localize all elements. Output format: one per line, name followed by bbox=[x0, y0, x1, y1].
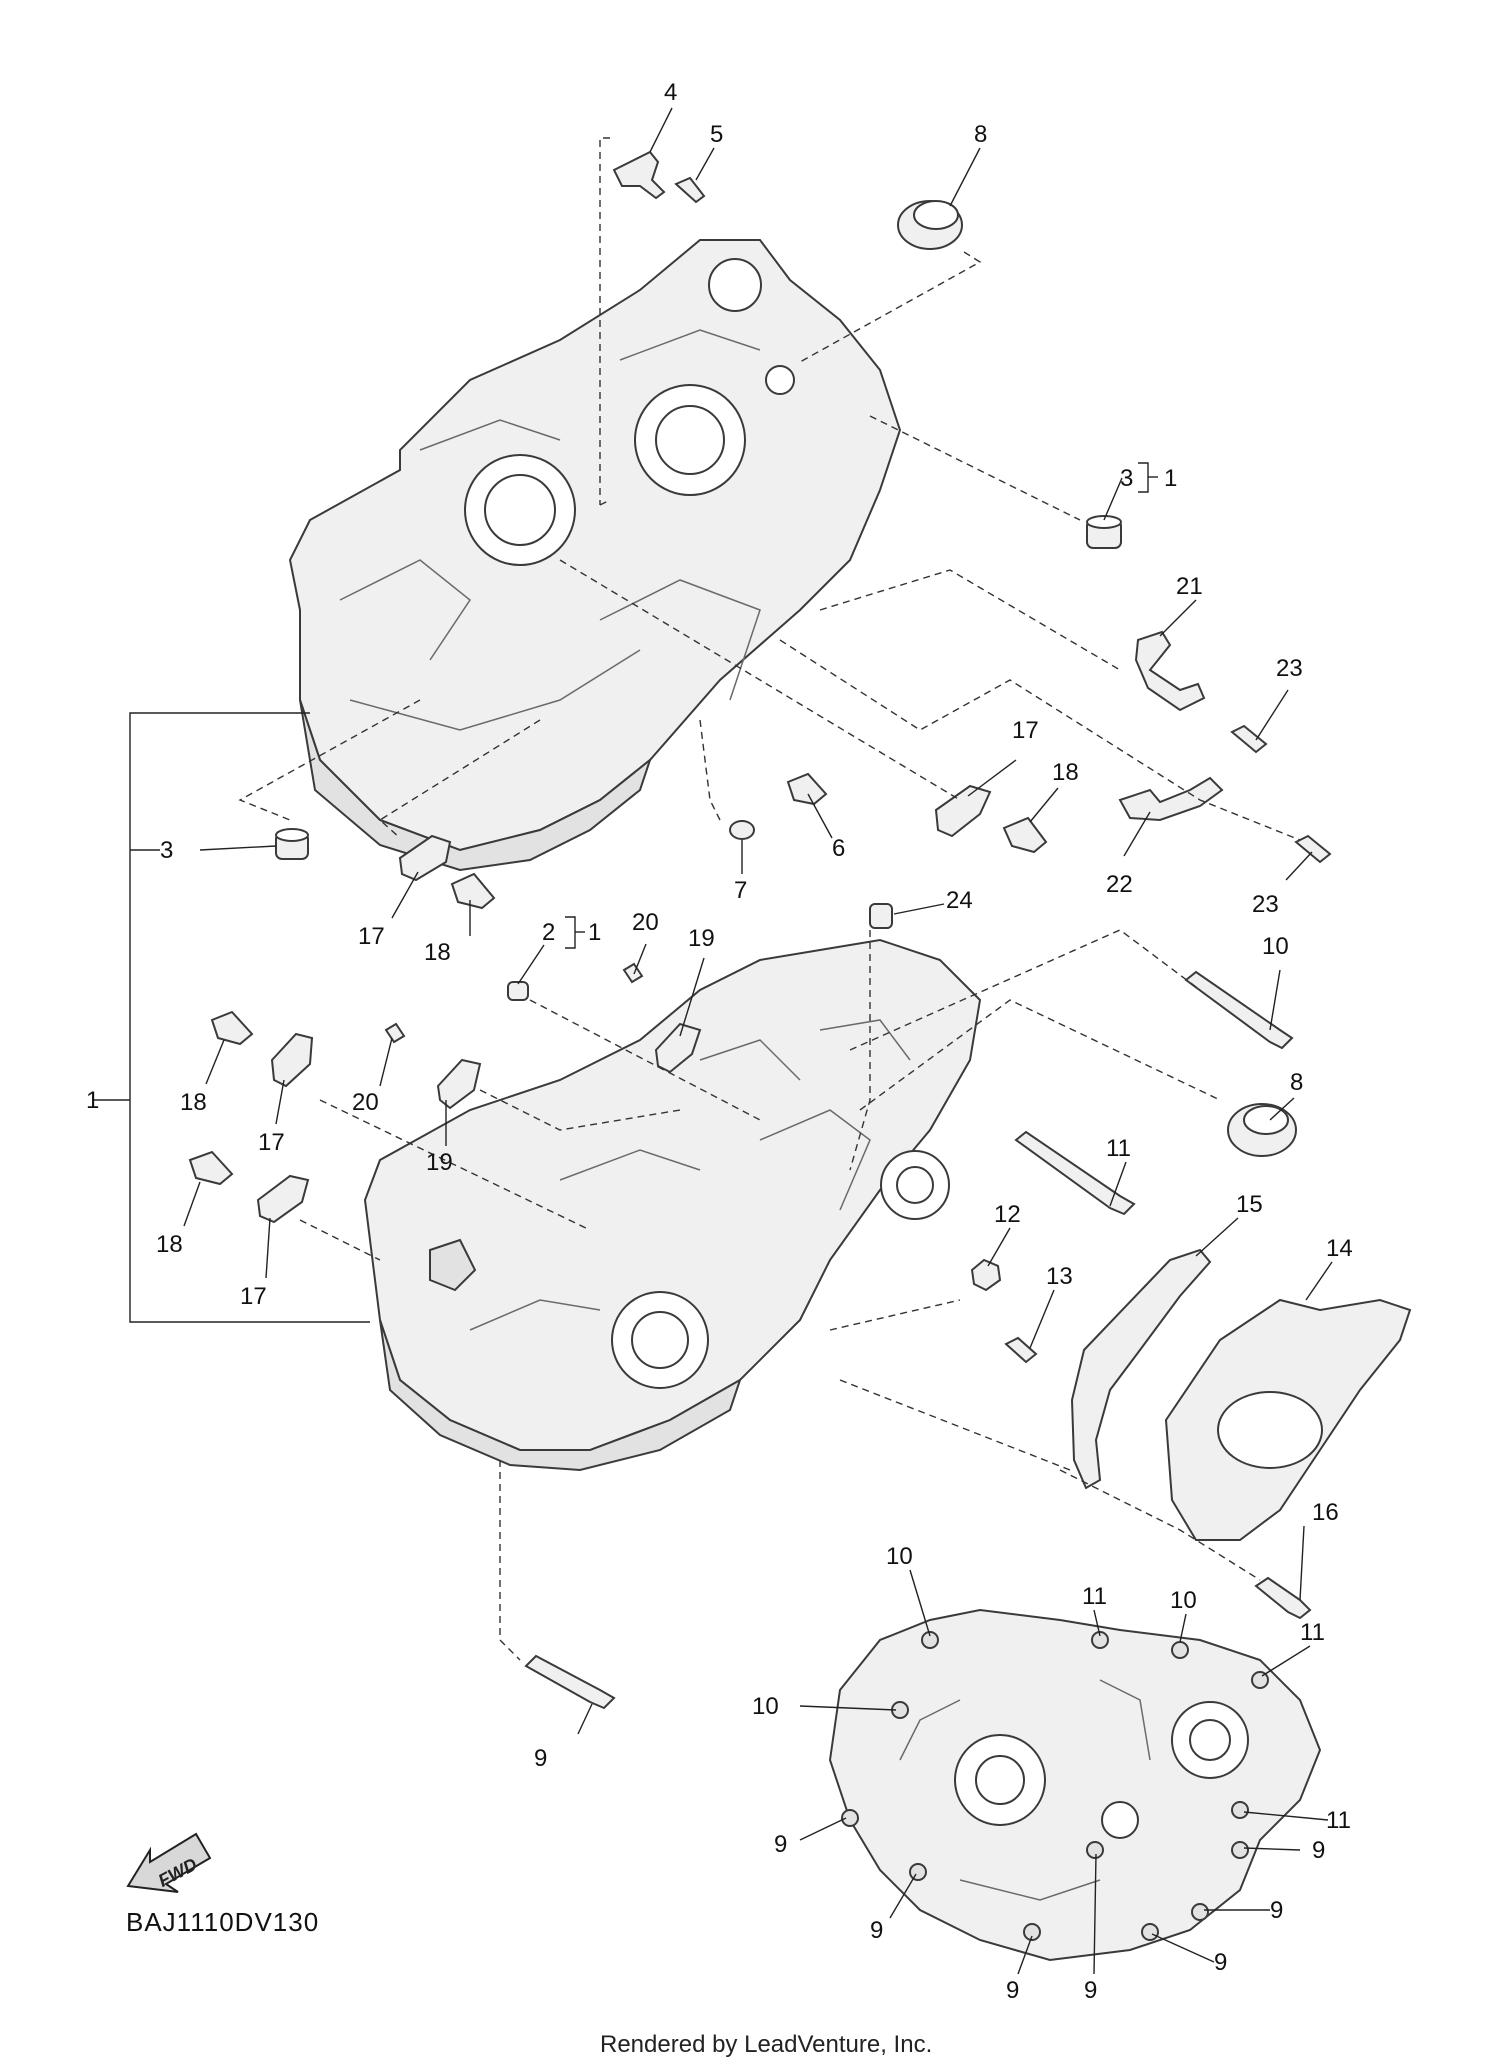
callout-8: 8 bbox=[974, 121, 987, 148]
bracket-part-4[interactable] bbox=[612, 150, 666, 200]
callout-15: 15 bbox=[1236, 1191, 1263, 1218]
callout-13: 13 bbox=[1046, 1263, 1073, 1290]
callout-14: 14 bbox=[1326, 1235, 1353, 1262]
callout-9: 9 bbox=[1006, 1977, 1019, 2004]
plug-part-24[interactable] bbox=[869, 903, 893, 929]
bolt-part-23-lower[interactable] bbox=[1294, 834, 1332, 864]
plate-part-17-upper[interactable] bbox=[934, 784, 992, 838]
bolt-part-5[interactable] bbox=[674, 176, 706, 204]
callout-11: 11 bbox=[1082, 1583, 1107, 1610]
dowel-pin-part-3-upper[interactable] bbox=[1086, 515, 1122, 549]
washer-part-7[interactable] bbox=[729, 820, 755, 840]
callout-10: 10 bbox=[886, 1543, 913, 1570]
callout-9: 9 bbox=[870, 1917, 883, 1944]
assembly-dashed-lines bbox=[238, 137, 1301, 1661]
callout-18: 18 bbox=[1052, 759, 1079, 786]
plate-part-17-low[interactable] bbox=[256, 1174, 310, 1224]
bolt-part-18-low[interactable] bbox=[188, 1150, 234, 1186]
callout-17: 17 bbox=[258, 1129, 285, 1156]
clamp-part-21[interactable] bbox=[1134, 630, 1206, 712]
bolt-part-11[interactable] bbox=[1014, 1130, 1136, 1216]
bolt-part-23-upper[interactable] bbox=[1230, 724, 1268, 754]
callout-17: 17 bbox=[240, 1283, 267, 1310]
plate-part-19-lower[interactable] bbox=[436, 1058, 482, 1110]
bolt-part-18-upper[interactable] bbox=[1002, 816, 1048, 854]
callout-12: 12 bbox=[994, 1201, 1021, 1228]
callout-11: 11 bbox=[1300, 1619, 1325, 1646]
callout-9: 9 bbox=[1312, 1837, 1325, 1864]
footer-credit: Rendered by LeadVenture, Inc. bbox=[600, 2031, 932, 2058]
callout-21: 21 bbox=[1176, 573, 1203, 600]
bolt-part-10[interactable] bbox=[1184, 970, 1294, 1050]
plug-part-6[interactable] bbox=[786, 772, 828, 806]
callout-18: 18 bbox=[180, 1089, 207, 1116]
callout-17: 17 bbox=[1012, 717, 1039, 744]
dowel-pin-part-3-left[interactable] bbox=[275, 828, 309, 860]
callout-labels: 4 5 8 3 1 21 23 17 18 22 23 6 7 3 17 18 … bbox=[86, 79, 1353, 2004]
callout-20: 20 bbox=[352, 1089, 379, 1116]
callout-18: 18 bbox=[424, 939, 451, 966]
dowel-pin-part-2[interactable] bbox=[507, 981, 529, 1001]
callout-10: 10 bbox=[752, 1693, 779, 1720]
callout-11: 11 bbox=[1106, 1135, 1131, 1162]
leader-lines bbox=[94, 107, 1333, 1975]
callout-20: 20 bbox=[632, 909, 659, 936]
callout-18: 18 bbox=[156, 1231, 183, 1258]
callout-7: 7 bbox=[734, 877, 747, 904]
callout-23: 23 bbox=[1252, 891, 1279, 918]
fwd-arrow-icon bbox=[126, 1832, 212, 1893]
plate-part-17-mid[interactable] bbox=[270, 1032, 314, 1088]
gasket-part-15[interactable] bbox=[1070, 1248, 1212, 1490]
callout-3: 3 bbox=[1120, 465, 1133, 492]
callout-11: 11 bbox=[1326, 1807, 1351, 1834]
callout-4: 4 bbox=[664, 79, 677, 106]
bolt-part-18-left[interactable] bbox=[450, 872, 496, 910]
callout-19: 19 bbox=[426, 1149, 453, 1176]
callout-2: 2 bbox=[542, 919, 555, 946]
callout-3: 3 bbox=[160, 837, 173, 864]
crankcase-left-half[interactable] bbox=[363, 938, 982, 1472]
callout-9: 9 bbox=[1270, 1897, 1283, 1924]
callout-9: 9 bbox=[1084, 1977, 1097, 2004]
pin-part-20-upper[interactable] bbox=[622, 962, 644, 984]
bolt-locator-view bbox=[828, 1608, 1322, 1962]
callout-23: 23 bbox=[1276, 655, 1303, 682]
callout-16: 16 bbox=[1312, 1499, 1339, 1526]
callout-5: 5 bbox=[710, 121, 723, 148]
clamp-part-22[interactable] bbox=[1118, 776, 1224, 822]
oil-seal-part-8-upper[interactable] bbox=[897, 200, 963, 250]
callout-1: 1 bbox=[86, 1087, 99, 1114]
bolt-part-18-mid[interactable] bbox=[210, 1010, 254, 1046]
callout-17: 17 bbox=[358, 923, 385, 950]
cover-part-14[interactable] bbox=[1164, 1298, 1412, 1541]
bolt-part-13[interactable] bbox=[1004, 1336, 1038, 1364]
bolt-part-16[interactable] bbox=[1254, 1576, 1312, 1620]
callout-8: 8 bbox=[1290, 1069, 1303, 1096]
callout-2-ref-1: 1 bbox=[588, 919, 601, 946]
callout-9: 9 bbox=[1214, 1949, 1227, 1976]
forward-direction-indicator: FWD bbox=[126, 1832, 212, 1893]
bolt-part-9[interactable] bbox=[524, 1654, 616, 1710]
crankcase-right-half[interactable] bbox=[288, 239, 902, 872]
clip-part-12[interactable] bbox=[970, 1258, 1002, 1292]
callout-19: 19 bbox=[688, 925, 715, 952]
callout-9: 9 bbox=[774, 1831, 787, 1858]
oil-seal-part-8-lower[interactable] bbox=[1227, 1103, 1297, 1157]
callout-9: 9 bbox=[534, 1745, 547, 1772]
callout-10: 10 bbox=[1170, 1587, 1197, 1614]
callout-22: 22 bbox=[1106, 871, 1133, 898]
plate-part-17-left[interactable] bbox=[398, 834, 452, 882]
pin-part-20-lower[interactable] bbox=[384, 1022, 406, 1044]
callout-24: 24 bbox=[946, 887, 973, 914]
diagram-code: BAJ1110DV130 bbox=[126, 1907, 319, 1937]
callout-10: 10 bbox=[1262, 933, 1289, 960]
callout-3-ref-1: 1 bbox=[1164, 465, 1177, 492]
callout-6: 6 bbox=[832, 835, 845, 862]
